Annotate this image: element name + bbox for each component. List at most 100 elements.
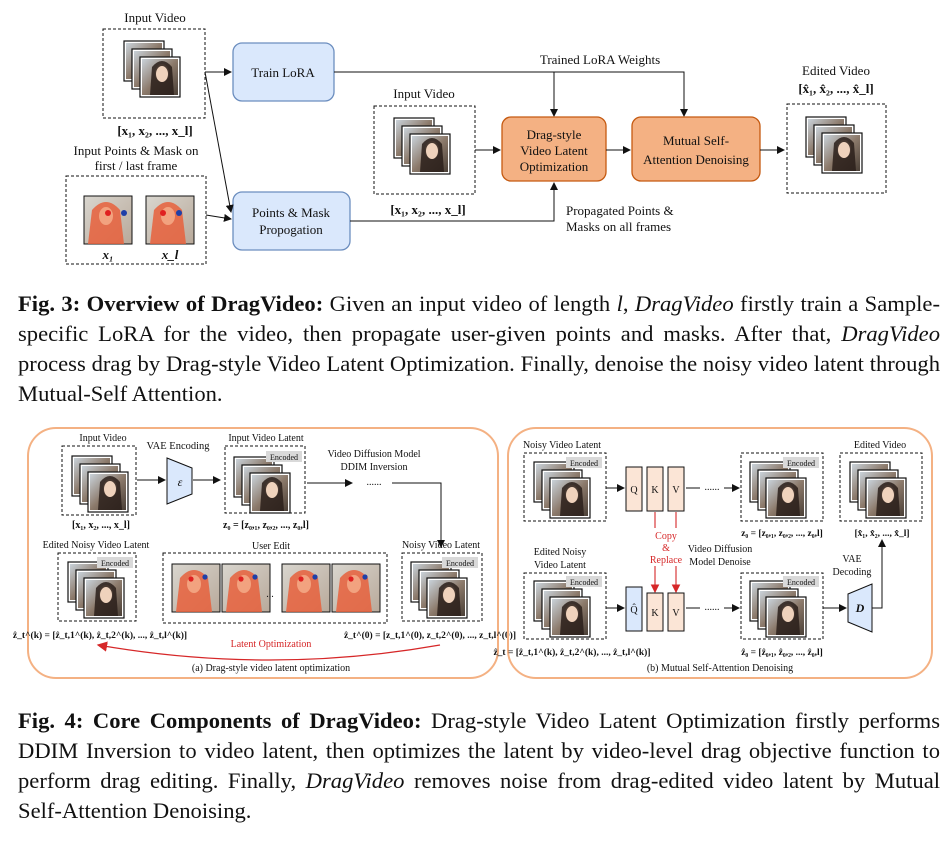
fig4b-subcaption: (b) Mutual Self-Attention Denoising: [647, 663, 793, 674]
fig4a-zhat-k: ẑ_t^(k) = [ẑ_t,1^(k), ẑ_t,2^(k), ..., ẑ_…: [13, 630, 187, 641]
fig4a-noisy-label: Noisy Video Latent: [402, 540, 480, 551]
fig4a-encoded-tag-1: [266, 451, 302, 462]
fig4a-edited-noisy-frames: [67, 561, 125, 619]
fig3-points-mask-prop-label-2: Propogation: [259, 222, 323, 237]
fig3-caption-line1-tail: firstly: [740, 291, 795, 316]
fig4b-zhat0-box: [740, 572, 824, 640]
fig3-drag-opt-label-1: Drag-style: [527, 127, 582, 142]
fig4a-user-edit-frame-2: [221, 563, 271, 613]
fig3-edited-video-label: Edited Video: [802, 63, 870, 78]
fig4a-user-edit-frame-1: [171, 563, 221, 613]
fig4a-subcaption: (a) Drag-style video latent optimization: [192, 663, 350, 674]
fig4b-encoded-label-3: Encoded: [570, 578, 598, 587]
fig4b-encoded-label-4: Encoded: [787, 578, 815, 587]
fig3-mid-input-video-label: Input Video: [393, 86, 454, 101]
fig4b-copy-label-bg: [645, 528, 689, 566]
fig4b-z0-seq: z₀ = [z₀,₁, z₀,₂, ..., z₀,l]: [741, 529, 823, 539]
fig3-caption-line1: Given an input video of length: [329, 291, 617, 316]
fig4b-diffusion-label-2: Model Denoise: [689, 557, 751, 568]
fig3-caption-line3-b: process drag by Drag-style Video Latent …: [18, 351, 515, 376]
fig4a-target-point-4: [362, 574, 368, 580]
fig4b-decoder-symbol: D: [855, 601, 865, 615]
fig3-mutual-label-1: Mutual Self-: [663, 133, 729, 148]
fig4b-edited-noisy-box: [523, 572, 607, 640]
fig4-caption-line2: firstly performs DDIM Inversion to video…: [18, 708, 941, 763]
fig4a-latent-opt-arrow: [96, 641, 441, 661]
fig3-propagated-label-2: Masks on all frames: [566, 219, 671, 234]
fig3-target-point-first: [121, 210, 127, 216]
fig4b-dots-bottom: ......: [705, 602, 720, 613]
fig3-caption-label: Fig. 3: Overview of DragVideo:: [18, 291, 324, 316]
fig3-caption-line4: Finally, denoise the noisy video latent …: [18, 351, 940, 406]
fig3-mask-thumb-last: [145, 195, 195, 245]
fig4b-edited-seq: [x̂₁, x̂₂, ..., x̂_l]: [854, 528, 909, 539]
fig4a-dots: ......: [367, 477, 382, 488]
fig4a-encoded-label-1: Encoded: [270, 453, 298, 462]
fig4a-input-latent-label: Input Video Latent: [228, 433, 304, 444]
fig4b-v-block-bottom: [667, 592, 685, 632]
fig4a-encoded-label-2: Encoded: [101, 559, 129, 568]
fig3-mid-input-video-frames: [393, 117, 451, 175]
fig3-edited-video-box: [786, 103, 887, 194]
fig3-mask-thumb-first: [83, 195, 133, 245]
fig3-edited-video-frames: [805, 116, 863, 174]
fig4b-dots-top: ......: [705, 482, 720, 493]
fig4b-encoded-tag-3: [566, 576, 602, 587]
fig3-x1-label: x₁: [101, 247, 113, 262]
fig4b-vae-label-1: VAE: [842, 554, 861, 565]
fig4b-edited-video-frames: [849, 461, 907, 519]
fig4b-copy-label-2: &: [662, 543, 670, 554]
fig4b-encoded-label-2: Encoded: [787, 459, 815, 468]
fig4b-z0-frames: [749, 461, 807, 519]
fig3-caption-comma: ,: [622, 291, 629, 316]
fig4a-user-edit-frame-4: [331, 563, 381, 613]
fig3-mutual-label-2: Attention Denoising: [643, 152, 749, 167]
fig4a-user-edit-label: User Edit: [252, 541, 290, 552]
fig4b-encoded-tag-4: [783, 576, 819, 587]
fig4b-mutual-attention-panel: Noisy Video Latent Encoded Q K V ...... …: [493, 427, 933, 679]
fig4a-user-edit-frame-3: [281, 563, 331, 613]
fig4-caption-line4: from drag-edited video latent by Mutual …: [18, 768, 940, 823]
fig4a-encoder-shape: [166, 457, 193, 505]
fig4a-encoded-tag-2: [97, 557, 133, 568]
fig4b-noisy-frames: [533, 461, 591, 519]
fig3-caption-dragvideo-2: DragVideo: [841, 321, 940, 346]
fig4a-input-seq: [x₁, x₂, ..., x_l]: [72, 520, 130, 531]
fig3-handle-point-last: [160, 210, 166, 216]
fig4b-copy-label-1: Copy: [655, 531, 677, 542]
fig4a-panel-border: [27, 427, 499, 679]
fig4b-noisy-label: Noisy Video Latent: [523, 440, 601, 451]
fig3-input-video-frames: [123, 40, 181, 98]
fig4b-q-block: [625, 466, 643, 512]
fig4b-edited-video-label: Edited Video: [854, 440, 906, 451]
fig4b-edited-noisy-frames: [533, 580, 591, 638]
fig3-xl-label: x_l: [161, 247, 179, 262]
fig3-points-mask-prop-label-1: Points & Mask: [252, 205, 331, 220]
fig4b-q-label: Q: [630, 485, 638, 496]
fig3-points-mask-label-1: Input Points & Mask on: [74, 143, 199, 158]
fig3-caption-var-l: l: [616, 291, 623, 316]
fig3-drag-opt-label-3: Optimization: [520, 159, 589, 174]
fig4b-panel-border: [507, 427, 933, 679]
fig4b-k-label-top: K: [651, 485, 659, 496]
fig4b-edited-noisy-label-1: Edited Noisy: [534, 547, 587, 558]
fig3-drag-opt-box: [501, 116, 607, 182]
fig4a-handle-point-2: [238, 576, 244, 582]
fig4a-target-point-3: [312, 574, 318, 580]
fig3-points-mask-prop-box: [232, 191, 351, 251]
fig3-overview-diagram: Input Video [x₁, x₂, ..., x_l] Input Poi…: [65, 10, 887, 265]
fig3-input-video-label: Input Video: [124, 10, 185, 25]
fig4a-encoded-tag-3: [442, 557, 478, 568]
fig4a-target-point-2: [252, 574, 258, 580]
fig4b-zhat0-frames: [749, 580, 807, 638]
fig3-mutual-denoise-box: [631, 116, 761, 182]
fig4b-arrow-decoder-to-edited: [872, 539, 886, 609]
fig4a-ellipsis: ...: [266, 589, 274, 600]
fig4b-k-block-bottom: [646, 592, 664, 632]
fig4b-zt-seq: ẑ_t = [ẑ_t,1^(k), ẑ_t,2^(k), ..., ẑ_t,l^…: [493, 647, 650, 658]
fig4b-qhat-block: [625, 586, 643, 632]
fig4a-encoder-symbol: ε: [178, 475, 183, 489]
fig4a-input-video-frames: [71, 455, 129, 513]
fig4a-latent-opt-label: Latent Optimization: [231, 639, 312, 650]
